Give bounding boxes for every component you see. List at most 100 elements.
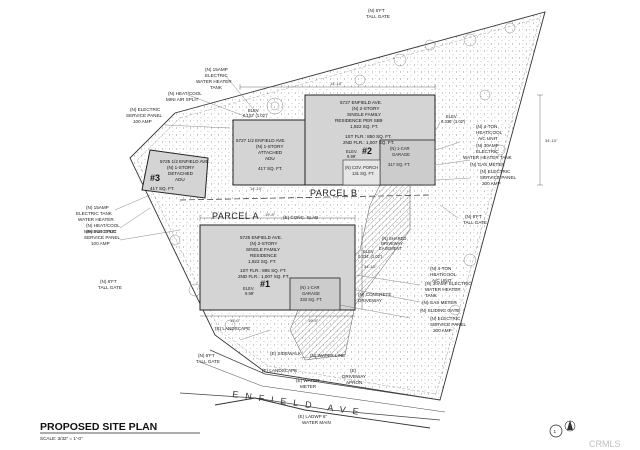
svg-text:ELECTRIC: ELECTRIC xyxy=(205,73,228,78)
svg-text:DRIVEWAY: DRIVEWAY xyxy=(381,241,403,246)
svg-text:RESIDENCE PER SB9: RESIDENCE PER SB9 xyxy=(335,118,383,123)
svg-text:417 SQ. FT.: 417 SQ. FT. xyxy=(150,186,175,191)
svg-text:19'-9": 19'-9" xyxy=(265,212,276,217)
svg-text:ELEV.: ELEV. xyxy=(243,286,255,291)
svg-text:(E) LANDSCAPE: (E) LANDSCAPE xyxy=(262,368,297,373)
svg-text:5725 ENFIELD AVE.: 5725 ENFIELD AVE. xyxy=(240,235,282,240)
svg-text:1ST FLR.: 850 SQ. FT.: 1ST FLR.: 850 SQ. FT. xyxy=(345,134,392,139)
svg-text:TALL GATE: TALL GATE xyxy=(463,220,487,225)
building-1-text: 5725 ENFIELD AVE. (N) 2-STORY SINGLE FAM… xyxy=(238,235,322,302)
svg-text:(N) CONCRETE: (N) CONCRETE xyxy=(358,292,391,297)
svg-text:#3: #3 xyxy=(150,173,160,183)
svg-text:MINI AIR SPLIT: MINI AIR SPLIT xyxy=(166,97,199,102)
svg-text:(N) 4-TON: (N) 4-TON xyxy=(430,266,451,271)
svg-text:34'-10": 34'-10" xyxy=(364,264,377,269)
svg-text:14'-10": 14'-10" xyxy=(330,81,343,86)
svg-text:(N) 1-STORY: (N) 1-STORY xyxy=(256,144,283,149)
svg-text:ELECTRIC: ELECTRIC xyxy=(476,149,499,154)
svg-text:WATER HEATER TANK: WATER HEATER TANK xyxy=(463,155,513,160)
svg-text:SINGLE FAMILY: SINGLE FAMILY xyxy=(246,247,280,252)
drawing-scale: SCALE: 3/32" = 1'-0" xyxy=(40,436,83,441)
sheet-number: 1 xyxy=(554,429,557,434)
landscape-trees xyxy=(169,22,516,331)
leader-lines xyxy=(114,74,471,359)
svg-text:1,922 SQ. FT.: 1,922 SQ. FT. xyxy=(350,124,378,129)
svg-text:(N) 6'FT: (N) 6'FT xyxy=(368,8,385,13)
svg-text:(E) SIDEWALK: (E) SIDEWALK xyxy=(270,351,302,356)
svg-text:TANK: TANK xyxy=(210,85,223,90)
sheet-number-circle xyxy=(549,424,563,438)
svg-text:(N) ELECTRIC: (N) ELECTRIC xyxy=(480,169,511,174)
svg-text:ELECTRIC TANK: ELECTRIC TANK xyxy=(76,211,113,216)
svg-text:TALL GATE: TALL GATE xyxy=(366,14,390,19)
svg-text:2ND FLR.: 1,007 SQ. FT.: 2ND FLR.: 1,007 SQ. FT. xyxy=(343,140,394,145)
svg-text:GARAGE: GARAGE xyxy=(392,152,410,157)
detached-adu-text: 5725 1/2 ENFIELD AVE. (N) 1-STORY DETACH… xyxy=(150,159,210,191)
svg-text:ADU: ADU xyxy=(265,156,275,161)
svg-text:14'-10": 14'-10" xyxy=(250,186,263,191)
svg-text:(N) 4-TON: (N) 4-TON xyxy=(476,124,497,129)
parcel-b-label: PARCEL B xyxy=(310,188,358,198)
svg-text:(N) WATER LINE: (N) WATER LINE xyxy=(310,353,345,358)
dimension-lines xyxy=(199,84,543,317)
svg-text:#2: #2 xyxy=(362,146,372,156)
svg-text:(N) 15AMP: (N) 15AMP xyxy=(86,205,109,210)
svg-text:5727 ENFIELD AVE.: 5727 ENFIELD AVE. xyxy=(340,100,382,105)
svg-text:DRIVEWAY: DRIVEWAY xyxy=(358,298,382,303)
svg-text:DRIVEWAY: DRIVEWAY xyxy=(342,374,366,379)
svg-text:19'-9": 19'-9" xyxy=(308,318,319,323)
svg-text:(N) 30AMP ELECTRIC: (N) 30AMP ELECTRIC xyxy=(425,281,472,286)
svg-text:(N) ELECTRIC: (N) ELECTRIC xyxy=(86,229,117,234)
svg-text:EASEMENT: EASEMENT xyxy=(379,246,402,251)
parcel-a-label: PARCEL A xyxy=(212,211,259,221)
street-edge xyxy=(179,349,446,421)
drawing-title: PROPOSED SITE PLAN xyxy=(40,421,157,433)
building-1-garage xyxy=(289,277,341,311)
svg-text:13'-0": 13'-0" xyxy=(230,318,241,323)
svg-text:5725 1/2 ENFIELD AVE.: 5725 1/2 ENFIELD AVE. xyxy=(160,159,210,164)
svg-text:9.99': 9.99' xyxy=(347,154,356,159)
svg-text:100 AMP: 100 AMP xyxy=(91,241,110,246)
svg-text:(N) ELECTRIC: (N) ELECTRIC xyxy=(430,316,461,321)
building-2-text: 5727 ENFIELD AVE. (N) 2-STORY SINGLE FAM… xyxy=(335,100,410,167)
svg-text:ELEV.: ELEV. xyxy=(446,114,458,119)
detached-adu xyxy=(141,149,209,199)
svg-text:RESIDENCE: RESIDENCE xyxy=(250,253,277,258)
svg-text:131 SQ. FT.: 131 SQ. FT. xyxy=(352,171,374,176)
dimension-text: 14'-10" 19'-9" 34'-10" 13'-0" 19'-9" 34'… xyxy=(230,81,558,323)
svg-text:(N) 2-STORY: (N) 2-STORY xyxy=(250,241,277,246)
svg-text:METER: METER xyxy=(300,384,317,389)
svg-text:ELEV.: ELEV. xyxy=(363,249,375,254)
site-annotations: (N) 6'FT TALL GATE (N) 15AMP ELECTRIC WA… xyxy=(76,8,517,425)
svg-text:SERVICE PANEL: SERVICE PANEL xyxy=(480,175,517,180)
svg-text:TALL GATE: TALL GATE xyxy=(98,285,122,290)
svg-text:9.99': 9.99' xyxy=(245,291,254,296)
svg-text:WATER MAIN: WATER MAIN xyxy=(302,420,331,425)
svg-text:(N) SHARED: (N) SHARED xyxy=(382,236,406,241)
svg-text:(N) 6'FT: (N) 6'FT xyxy=(198,353,215,358)
svg-text:417 SQ. FT.: 417 SQ. FT. xyxy=(258,166,283,171)
parcel-divider xyxy=(179,194,431,201)
attached-adu xyxy=(232,119,306,186)
svg-text:WATER HEATER: WATER HEATER xyxy=(78,217,114,222)
covered-porch xyxy=(342,159,381,186)
svg-text:100 AMP: 100 AMP xyxy=(133,119,152,124)
svg-text:200 AMP: 200 AMP xyxy=(433,328,452,333)
svg-text:(E): (E) xyxy=(350,368,357,373)
svg-text:1,922 SQ. FT.: 1,922 SQ. FT. xyxy=(248,259,276,264)
svg-text:5727 1/2 ENFIELD AVE.: 5727 1/2 ENFIELD AVE. xyxy=(236,138,286,143)
svg-text:(N) 15AMP: (N) 15AMP xyxy=(205,67,228,72)
svg-text:(N) COV. PORCH: (N) COV. PORCH xyxy=(345,165,378,170)
svg-text:ELEV.: ELEV. xyxy=(248,108,260,113)
svg-text:(N) 30AMP: (N) 30AMP xyxy=(476,143,499,148)
svg-text:34'-10": 34'-10" xyxy=(545,138,558,143)
svg-text:#1: #1 xyxy=(260,279,270,289)
svg-text:(E) LADWP 6": (E) LADWP 6" xyxy=(298,414,327,419)
svg-text:317 SQ. FT.: 317 SQ. FT. xyxy=(388,162,410,167)
svg-text:(N) GAS METER: (N) GAS METER xyxy=(422,300,457,305)
svg-text:HEAT/COOL: HEAT/COOL xyxy=(430,272,457,277)
svg-text:(N) SLIDING GATE: (N) SLIDING GATE xyxy=(420,308,459,313)
svg-text:(N) GAS METER: (N) GAS METER xyxy=(470,162,505,167)
svg-text:SERVICE PANEL: SERVICE PANEL xyxy=(126,113,163,118)
